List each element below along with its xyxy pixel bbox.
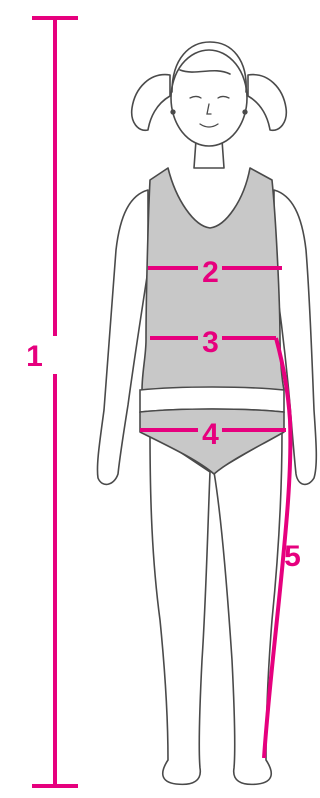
height-measure <box>32 18 78 786</box>
left-pigtail <box>132 75 170 131</box>
inseam-label: 5 <box>284 540 300 573</box>
left-earring <box>171 110 175 114</box>
hips-label: 4 <box>202 418 219 451</box>
left-arm <box>97 190 148 484</box>
height-label: 1 <box>26 340 42 373</box>
head <box>171 50 247 146</box>
waist-label: 3 <box>202 326 218 359</box>
left-leg <box>150 432 210 784</box>
right-pigtail <box>248 75 286 131</box>
right-earring <box>243 110 247 114</box>
chest-label: 2 <box>202 256 218 289</box>
right-leg <box>214 432 282 784</box>
